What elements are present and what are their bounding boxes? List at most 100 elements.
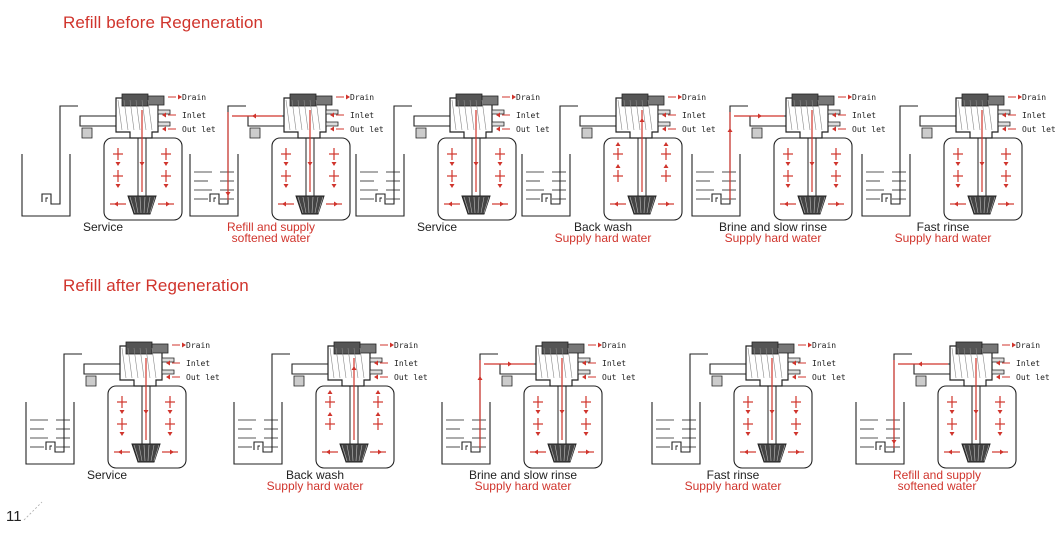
stage-caption-line1: Back wash [573,220,633,234]
port-label-out-let: Out let [852,125,886,134]
port-label-out-let: Out let [812,373,846,382]
stage-caption-line2: Supply hard water [554,231,652,245]
stage-caption: Service [22,468,192,482]
brine-tank [233,353,290,465]
port-label-drain: Drain [602,341,626,350]
flow-arrows [727,110,844,207]
brine-tank [21,105,78,217]
stage-caption-line2: Supply hard water [474,479,572,493]
port-label-inlet: Inlet [682,111,706,120]
port-label-drain: Drain [812,341,836,350]
port-label-drain: Drain [852,93,876,102]
brine-tank [651,353,708,465]
port-label-inlet: Inlet [350,111,374,120]
section-title-before: Refill before Regeneration [63,13,264,32]
port-label-drain: Drain [1016,341,1040,350]
flow-arrows [114,358,178,455]
stage-caption-line1: Service [86,468,127,482]
flow-arrows [740,358,804,455]
port-label-out-let: Out let [186,373,220,382]
flow-arrows [322,358,386,455]
section-title-after: Refill after Regeneration [63,276,249,295]
stage-caption-line1: Fast rinse [706,468,760,482]
stage-caption-line1: Back wash [285,468,345,482]
brine-tank [189,105,246,217]
port-label-inlet: Inlet [852,111,876,120]
port-label-inlet: Inlet [394,359,418,368]
brine-tank [355,105,412,217]
port-label-inlet: Inlet [182,111,206,120]
port-label-out-let: Out let [1022,125,1056,134]
port-label-out-let: Out let [602,373,636,382]
stage-caption-line1: Refill and supply [226,220,316,234]
flow-arrows [225,110,342,207]
flow-arrows [950,110,1014,207]
flow-arrows [610,110,674,207]
stage-caption-line2: Supply hard water [684,479,782,493]
flow-arrows [444,110,508,207]
stage-caption-line2: Supply hard water [894,231,992,245]
stage-caption-line1: Refill and supply [892,468,982,482]
stage-caption-line2: Supply hard water [266,479,364,493]
stage-caption-line1: Brine and slow rinse [468,468,578,482]
page-corner-mark [23,501,43,521]
port-label-drain: Drain [394,341,418,350]
flow-arrows [110,110,174,207]
port-label-inlet: Inlet [516,111,540,120]
stage-caption-line2: softened water [231,231,311,245]
port-label-out-let: Out let [682,125,716,134]
port-label-out-let: Out let [182,125,216,134]
port-label-drain: Drain [682,93,706,102]
port-label-drain: Drain [186,341,210,350]
brine-tank [441,353,498,465]
stage-caption-line1: Brine and slow rinse [718,220,828,234]
port-label-inlet: Inlet [186,359,210,368]
stage-caption-line1: Service [416,220,457,234]
port-label-drain: Drain [1022,93,1046,102]
port-label-drain: Drain [516,93,540,102]
port-label-out-let: Out let [394,373,428,382]
stage-caption-line1: Service [82,220,123,234]
brine-tank [855,353,912,465]
stage-caption: Service [18,220,188,234]
port-label-drain: Drain [182,93,206,102]
stage-caption-line2: softened water [897,479,977,493]
flow-arrows [477,358,594,455]
